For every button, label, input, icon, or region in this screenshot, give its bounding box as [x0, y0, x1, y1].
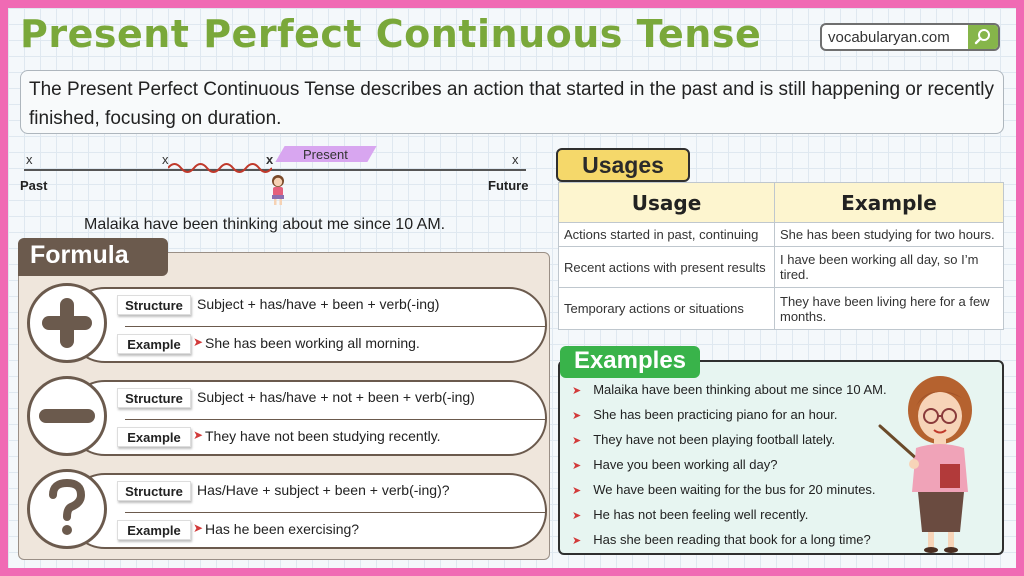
formula-row-negative: Structure Subject + has/have + not + bee… — [27, 376, 547, 456]
question-icon — [49, 479, 86, 535]
example-sentence: We have been waiting for the bus for 20 … — [593, 482, 876, 497]
examples-heading: Examples — [560, 346, 700, 378]
search-icon — [974, 29, 990, 45]
example-text: She has been working all morning. — [205, 335, 420, 351]
table-row: Recent actions with present results I ha… — [558, 245, 1004, 289]
timeline-mark-past: x — [26, 152, 33, 167]
column-header-example: Example — [774, 182, 1004, 223]
list-item: ➤ They have not been playing football lat… — [572, 432, 887, 457]
table-row: Temporary actions or situations They hav… — [558, 287, 1004, 330]
usages-heading: Usages — [556, 148, 690, 182]
usage-cell: Recent actions with present results — [558, 245, 775, 289]
example-sentence: She has been practicing piano for an hou… — [593, 407, 838, 422]
arrow-bullet-icon: ➤ — [193, 335, 204, 349]
example-cell: She has been studying for two hours. — [774, 222, 1004, 247]
infographic-canvas: Present Perfect Continuous Tense vocabul… — [8, 8, 1016, 568]
example-text: They have not been studying recently. — [205, 428, 441, 444]
example-cell: I have been working all day, so I’m tire… — [774, 245, 1004, 289]
list-item: ➤ We have been waiting for the bus for 20… — [572, 482, 887, 507]
formula-circle — [27, 376, 107, 456]
page-title: Present Perfect Continuous Tense — [20, 12, 762, 56]
arrow-bullet-icon: ➤ — [572, 485, 582, 497]
arrow-bullet-icon: ➤ — [572, 510, 582, 522]
intro-definition: The Present Perfect Continuous Tense des… — [20, 70, 1004, 134]
girl-icon — [272, 175, 284, 205]
timeline-mark-now: x — [266, 152, 274, 167]
example-text: Has he been exercising? — [205, 521, 360, 537]
column-header-usage: Usage — [558, 182, 775, 223]
usages-table: Usage Example Actions started in past, c… — [558, 182, 1004, 330]
arrow-bullet-icon: ➤ — [193, 428, 204, 442]
site-url: vocabularyan.com — [828, 28, 950, 46]
search-button[interactable] — [968, 25, 998, 49]
list-item: ➤ Malaika have been thinking about me sin… — [572, 382, 887, 407]
example-label: Example — [117, 520, 191, 540]
minus-icon — [39, 409, 95, 423]
structure-text: Subject + has/have + been + verb(-ing) — [197, 296, 440, 312]
example-label: Example — [117, 334, 191, 354]
example-sentence: Malaika have been thinking about me sinc… — [593, 382, 887, 397]
formula-heading: Formula — [18, 238, 168, 276]
structure-label: Structure — [117, 388, 191, 408]
example-label: Example — [117, 427, 191, 447]
timeline-axis — [24, 169, 526, 171]
present-label: Present — [303, 147, 348, 162]
future-label: Future — [488, 178, 529, 193]
site-search-box[interactable]: vocabularyan.com — [820, 23, 1000, 51]
list-item: ➤ He has not been feeling well recently. — [572, 507, 887, 532]
examples-list: ➤ Malaika have been thinking about me sin… — [572, 382, 887, 557]
arrow-bullet-icon: ➤ — [572, 385, 582, 397]
past-label: Past — [20, 178, 48, 193]
list-item: ➤ Has she been reading that book for a lo… — [572, 532, 887, 557]
structure-label: Structure — [117, 481, 191, 501]
structure-text: Subject + has/have + not + been + verb(-… — [197, 389, 475, 405]
timeline-mark-future: x — [512, 152, 519, 167]
example-sentence: They have not been playing football late… — [593, 432, 836, 447]
table-row: Actions started in past, continuing She … — [558, 222, 1004, 247]
structure-label: Structure — [117, 295, 191, 315]
arrow-bullet-icon: ➤ — [193, 521, 204, 535]
formula-circle — [27, 469, 107, 549]
example-sentence: He has not been feeling well recently. — [593, 507, 809, 522]
usage-cell: Temporary actions or situations — [558, 287, 775, 330]
plus-icon — [42, 298, 92, 348]
teacher-illustration-icon — [878, 376, 972, 553]
table-header-row: Usage Example — [558, 182, 1004, 223]
formula-panel: Structure Subject + has/have + been + ve… — [18, 252, 550, 560]
timeline-example-sentence: Malaika have been thinking about me sinc… — [84, 216, 446, 233]
structure-text: Has/Have + subject + been + verb(-ing)? — [197, 482, 450, 498]
timeline-mark-start: x — [162, 152, 169, 167]
arrow-bullet-icon: ➤ — [572, 410, 582, 422]
duration-wave — [168, 163, 272, 173]
timeline: x x x x Present Past Future Malaika have… — [18, 144, 538, 234]
list-item: ➤ She has been practicing piano for an ho… — [572, 407, 887, 432]
example-sentence: Have you been working all day? — [593, 457, 778, 472]
arrow-bullet-icon: ➤ — [572, 460, 582, 472]
formula-circle — [27, 283, 107, 363]
arrow-bullet-icon: ➤ — [572, 435, 582, 447]
example-sentence: Has she been reading that book for a lon… — [593, 532, 871, 547]
usage-cell: Actions started in past, continuing — [558, 222, 775, 247]
formula-row-question: Structure Has/Have + subject + been + ve… — [27, 469, 547, 549]
arrow-bullet-icon: ➤ — [572, 535, 582, 547]
example-cell: They have been living here for a few mon… — [774, 287, 1004, 330]
list-item: ➤ Have you been working all day? — [572, 457, 887, 482]
formula-row-affirmative: Structure Subject + has/have + been + ve… — [27, 283, 547, 363]
